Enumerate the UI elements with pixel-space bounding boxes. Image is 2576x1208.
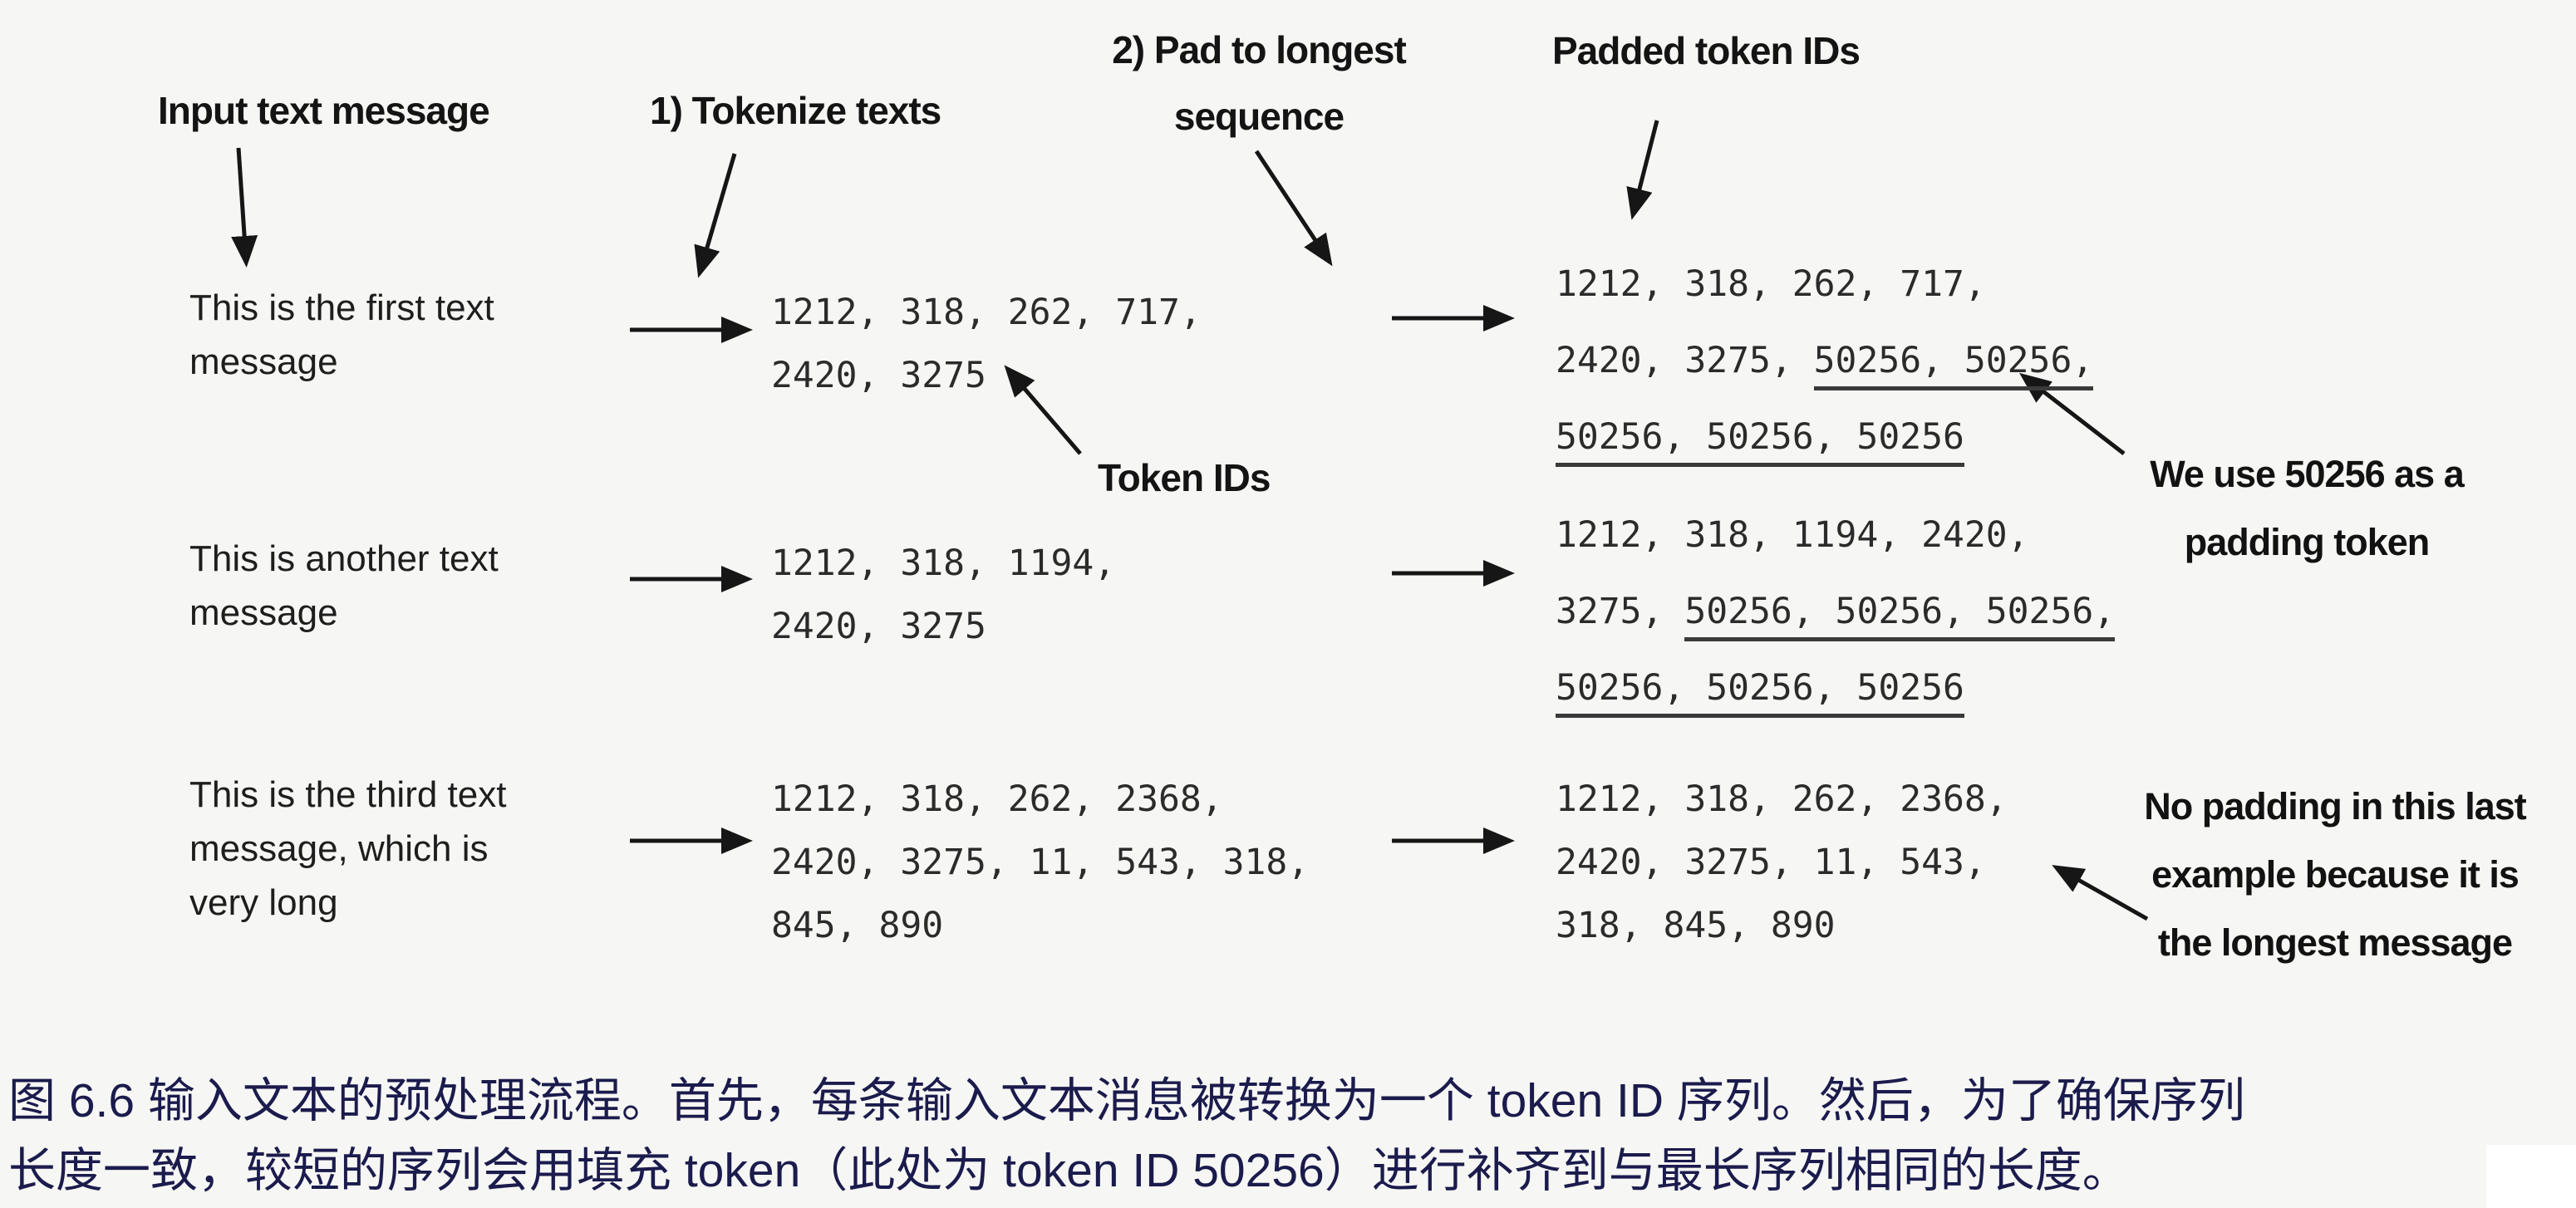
- note-no-padding: No padding in this last example because …: [2094, 773, 2576, 977]
- row1-padded-token-ids: 1212, 318, 262, 717, 2420, 3275, 50256, …: [1556, 246, 2094, 475]
- note-no-padding-line1: No padding in this last: [2144, 785, 2527, 827]
- figure-caption: 图 6.6 输入文本的预处理流程。首先，每条输入文本消息被转换为一个 token…: [8, 1066, 2245, 1206]
- arrow-tokenize-label: [694, 153, 737, 278]
- row2-padded-line2-ids: 3275,: [1556, 591, 1685, 632]
- arrow-padded-label: [1626, 120, 1659, 220]
- note-no-padding-line3: the longest message: [2157, 921, 2513, 964]
- arrow-padding-note: [2019, 372, 2126, 455]
- row2-token-ids: 1212, 318, 1194, 2420, 3275: [771, 532, 1115, 658]
- row2-padded-line2: 3275, 50256, 50256, 50256,: [1556, 573, 2116, 650]
- row3-input-line1: This is the third text: [189, 774, 507, 815]
- row2-token-line1: 1212, 318, 1194,: [771, 543, 1116, 584]
- row2-padded-token-ids: 1212, 318, 1194, 2420, 3275, 50256, 5025…: [1556, 497, 2116, 726]
- row1-padded-line1-ids: 1212, 318, 262, 717,: [1556, 263, 1986, 305]
- row2-padded-line3: 50256, 50256, 50256: [1556, 650, 2115, 726]
- row2-token-line2: 2420, 3275: [771, 606, 986, 647]
- row2-input-message: This is another text message: [189, 532, 499, 640]
- row3-padded-line3: 318, 845, 890: [1556, 894, 2008, 957]
- row2-padded-line1: 1212, 318, 1194, 2420,: [1556, 497, 2115, 573]
- row3-padded-token-ids: 1212, 318, 262, 2368, 2420, 3275, 11, 54…: [1556, 768, 2008, 957]
- row2-input-line1: This is another text: [189, 538, 499, 579]
- row3-padded-line3-ids: 318, 845, 890: [1556, 905, 1836, 946]
- row1-padded-line1: 1212, 318, 262, 717,: [1556, 246, 2093, 322]
- note-padding-token: We use 50256 as a padding token: [2124, 440, 2490, 577]
- row1-token-ids: 1212, 318, 262, 717, 2420, 3275: [771, 281, 1202, 407]
- row1-padded-line2-padding: 50256, 50256,: [1813, 340, 2094, 390]
- note-no-padding-line2: example because it is: [2151, 853, 2519, 896]
- row1-padded-line3-padding: 50256, 50256, 50256: [1556, 416, 1964, 467]
- arrow-input-label: [231, 147, 258, 268]
- label-pad-to-longest-line1: 2) Pad to longest: [1112, 28, 1407, 71]
- figure-caption-line2: 长度一致，较短的序列会用填充 token（此处为 token ID 50256）…: [8, 1144, 2130, 1197]
- label-tokenize-texts: 1) Tokenize texts: [650, 89, 941, 132]
- row2-input-line2: message: [189, 592, 338, 633]
- row1-input-line1: This is the first text: [189, 287, 494, 328]
- row2-padded-line1-ids: 1212, 318, 1194, 2420,: [1556, 514, 2029, 556]
- label-input-text-message: Input text message: [158, 89, 490, 132]
- arrow-pad-label: [1254, 150, 1333, 267]
- row3-padded-line2-ids: 2420, 3275, 11, 543,: [1556, 842, 1986, 883]
- row3-token-line1: 1212, 318, 262, 2368,: [771, 778, 1223, 820]
- label-pad-to-longest-line2: sequence: [1173, 95, 1345, 138]
- row3-padded-line1-ids: 1212, 318, 262, 2368,: [1556, 778, 2008, 820]
- row3-token-line3: 845, 890: [771, 905, 944, 946]
- label-token-ids: Token IDs: [1098, 456, 1271, 499]
- row3-input-line3: very long: [189, 882, 338, 923]
- row3-padded-line1: 1212, 318, 262, 2368,: [1556, 768, 2008, 831]
- row1-padded-line3: 50256, 50256, 50256: [1556, 399, 2093, 475]
- row1-padded-line2-ids: 2420, 3275,: [1556, 340, 1814, 381]
- row2-padded-line3-padding: 50256, 50256, 50256: [1556, 667, 1964, 718]
- arrow-no-padding-note: [2052, 865, 2149, 921]
- row3-token-ids: 1212, 318, 262, 2368, 2420, 3275, 11, 54…: [771, 768, 1309, 957]
- note-padding-token-line2: padding token: [2184, 521, 2431, 563]
- arrow-token-ids-label: [1004, 365, 1082, 455]
- label-pad-to-longest: 2) Pad to longest sequence: [1089, 17, 1429, 150]
- row1-input-line2: message: [189, 341, 338, 382]
- row3-input-line2: message, which is: [189, 828, 489, 869]
- note-padding-token-line1: We use 50256 as a: [2150, 453, 2464, 495]
- row3-input-message: This is the third text message, which is…: [189, 768, 506, 930]
- figure-caption-line1: 图 6.6 输入文本的预处理流程。首先，每条输入文本消息被转换为一个 token…: [8, 1074, 2245, 1127]
- row1-padded-line2: 2420, 3275, 50256, 50256,: [1556, 322, 2094, 399]
- row1-token-line2: 2420, 3275: [771, 355, 986, 396]
- row2-padded-line2-padding: 50256, 50256, 50256,: [1684, 591, 2116, 641]
- row3-padded-line2: 2420, 3275, 11, 543,: [1556, 831, 2008, 894]
- row1-input-message: This is the first text message: [189, 281, 494, 389]
- row1-token-line1: 1212, 318, 262, 717,: [771, 292, 1202, 333]
- white-overlay-artifact: [2486, 1145, 2576, 1208]
- row3-token-line2: 2420, 3275, 11, 543, 318,: [771, 842, 1310, 883]
- label-padded-token-ids: Padded token IDs: [1552, 29, 1861, 72]
